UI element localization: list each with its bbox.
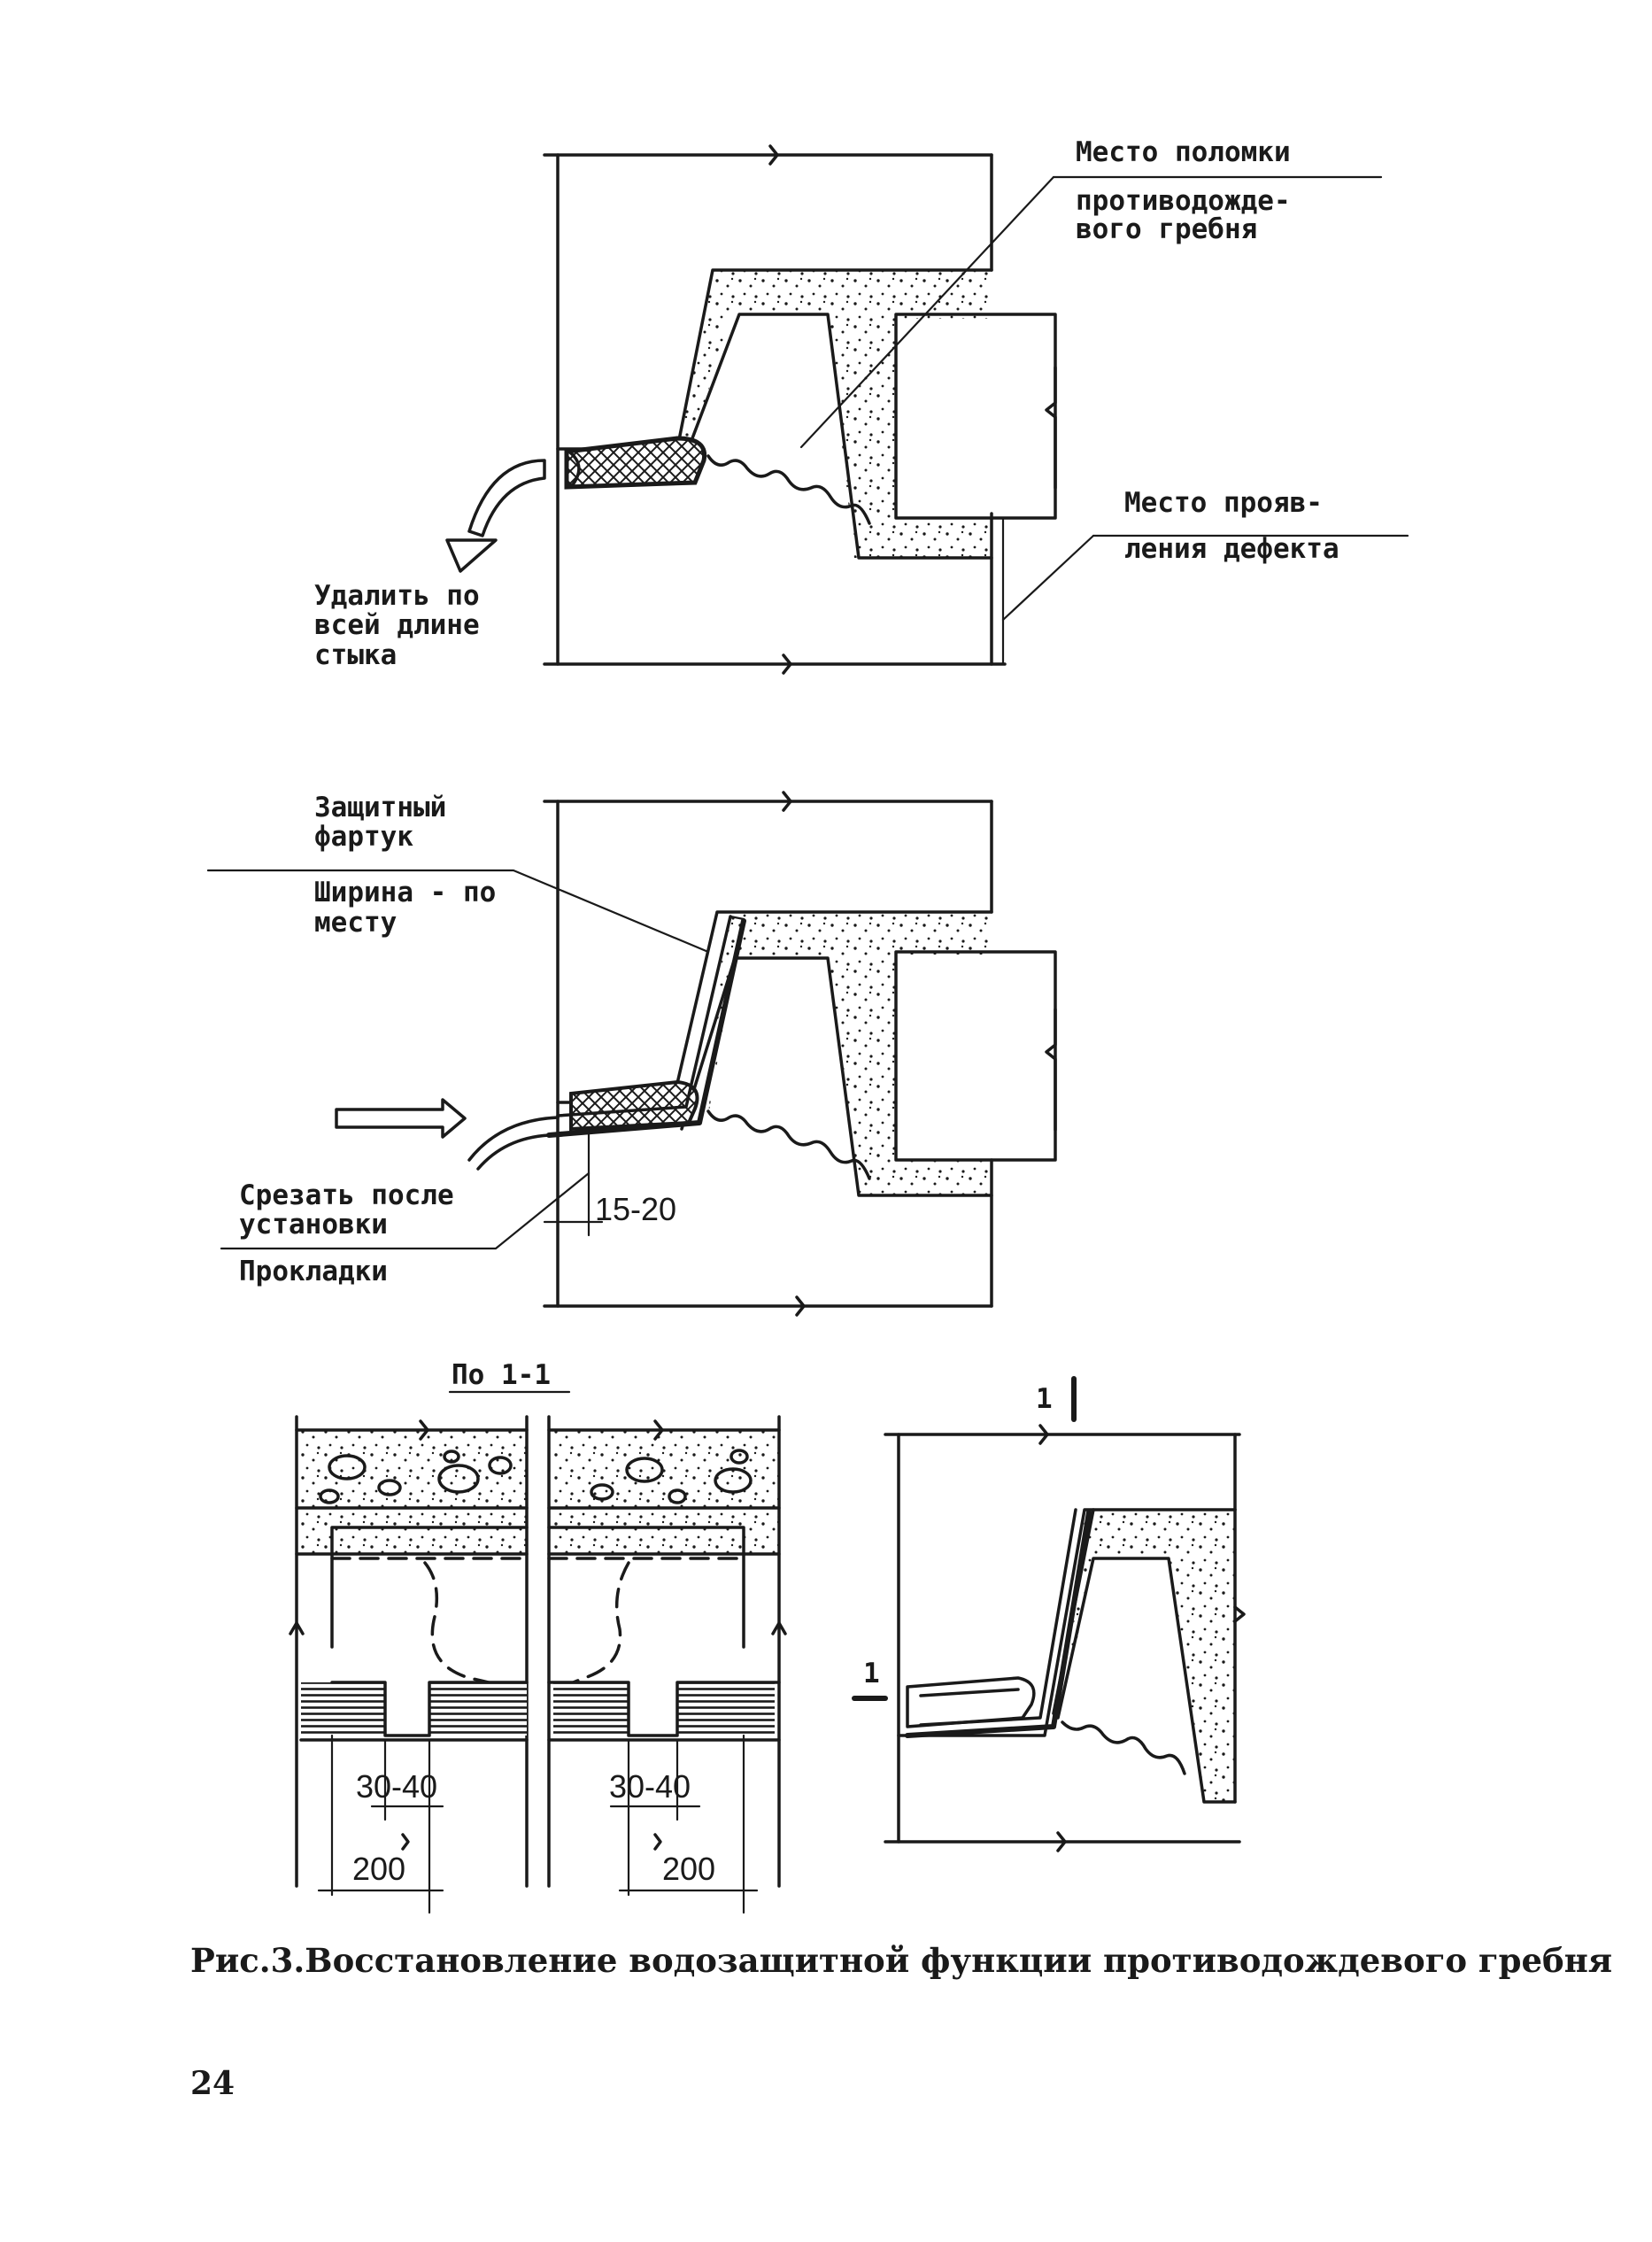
figure-caption: Рис.3.Восстановление водозащитной функци…: [190, 1941, 1612, 1980]
figure-3-section-1-1: По 1-1: [289, 1359, 787, 1914]
section-title: По 1-1: [452, 1359, 551, 1391]
gasket-label: Прокладки: [239, 1256, 388, 1287]
break-location-label-2: противодожде-: [1076, 185, 1291, 217]
apron-label-2: фартук: [314, 821, 413, 853]
figure-2-apron-installation: 15-20 Защитный фартук Ширина - по месту …: [206, 791, 1057, 1317]
gap-dimension-right: 30-40: [609, 1768, 691, 1805]
apron-label-1: Защитный: [314, 792, 446, 823]
width-label-2: месту: [314, 907, 397, 939]
section-panel-left: 30-40 200: [289, 1415, 529, 1914]
break-location-label-1: Место поломки: [1076, 136, 1291, 168]
section-mark-top: 1: [1036, 1383, 1053, 1415]
gap-dimension-left: 30-40: [356, 1768, 437, 1805]
remove-label-3: стыка: [314, 639, 397, 671]
figure-1-break-location: Место поломки противодожде- вого гребня …: [314, 136, 1409, 675]
width-dimension-left: 200: [352, 1851, 405, 1887]
defect-location-label-2: ления дефекта: [1124, 533, 1339, 565]
overlap-dimension: 15-20: [595, 1191, 676, 1227]
remove-label-2: всей длине: [314, 609, 480, 641]
break-location-label-3: вого гребня: [1076, 213, 1257, 245]
figure-4-repaired-joint: 1 1: [852, 1376, 1246, 1852]
section-mark-left: 1: [863, 1658, 880, 1689]
section-panel-right: 30-40 200: [547, 1415, 787, 1914]
width-dimension-right: 200: [662, 1851, 715, 1887]
cut-label-1: Срезать после: [239, 1179, 454, 1211]
width-label-1: Ширина - по: [314, 877, 496, 908]
cut-label-2: установки: [239, 1209, 388, 1241]
defect-location-label-1: Место прояв-: [1124, 487, 1323, 519]
page-number: 24: [190, 2065, 235, 2102]
remove-label-1: Удалить по: [314, 580, 480, 612]
